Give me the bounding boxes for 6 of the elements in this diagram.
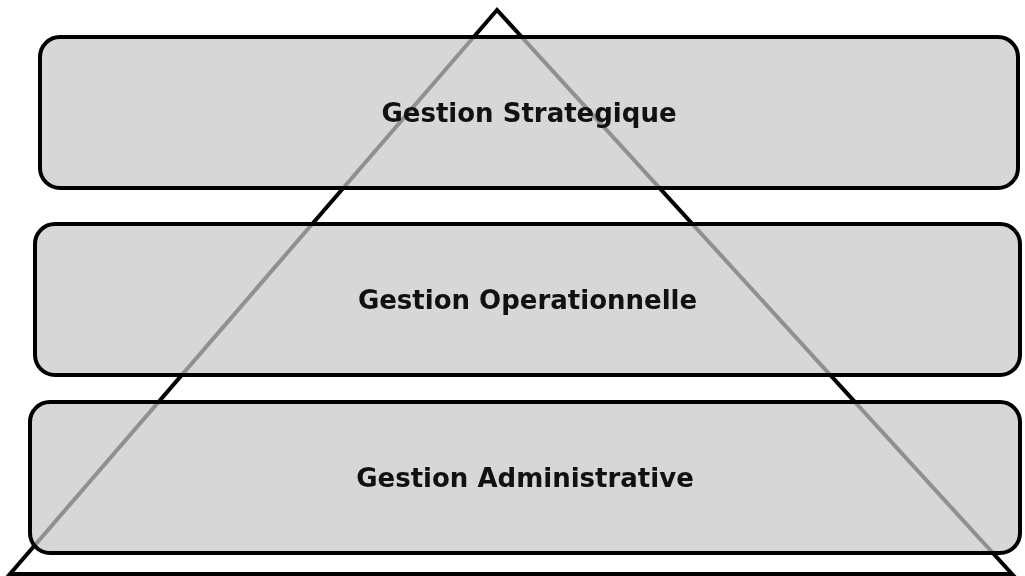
layer-label: Gestion Strategique — [381, 97, 677, 128]
layer-box — [33, 222, 1022, 377]
layer-label: Gestion Operationnelle — [357, 284, 698, 315]
layer-label: Gestion Administrative — [356, 462, 694, 493]
layer-box — [38, 35, 1020, 190]
layer-box — [28, 400, 1022, 555]
